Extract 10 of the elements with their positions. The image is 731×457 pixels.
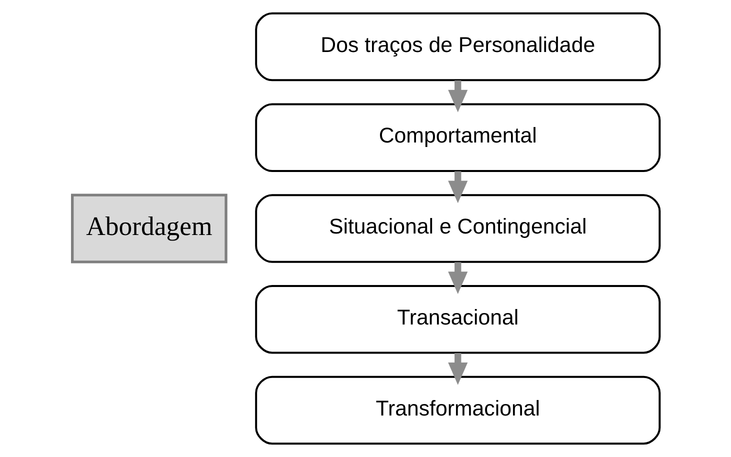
arrow (448, 171, 468, 204)
node-box: Transacional (254, 284, 660, 354)
arrow (448, 353, 468, 385)
arrow (448, 262, 468, 294)
node-box: Transformacional (254, 376, 660, 445)
arrow (448, 80, 468, 112)
node-box: Dos traços de Personalidade (254, 12, 660, 82)
node-box: Situacional e Contingencial (254, 194, 660, 263)
node-box: Abordagem (70, 194, 227, 264)
node-box: Comportamental (254, 103, 660, 172)
